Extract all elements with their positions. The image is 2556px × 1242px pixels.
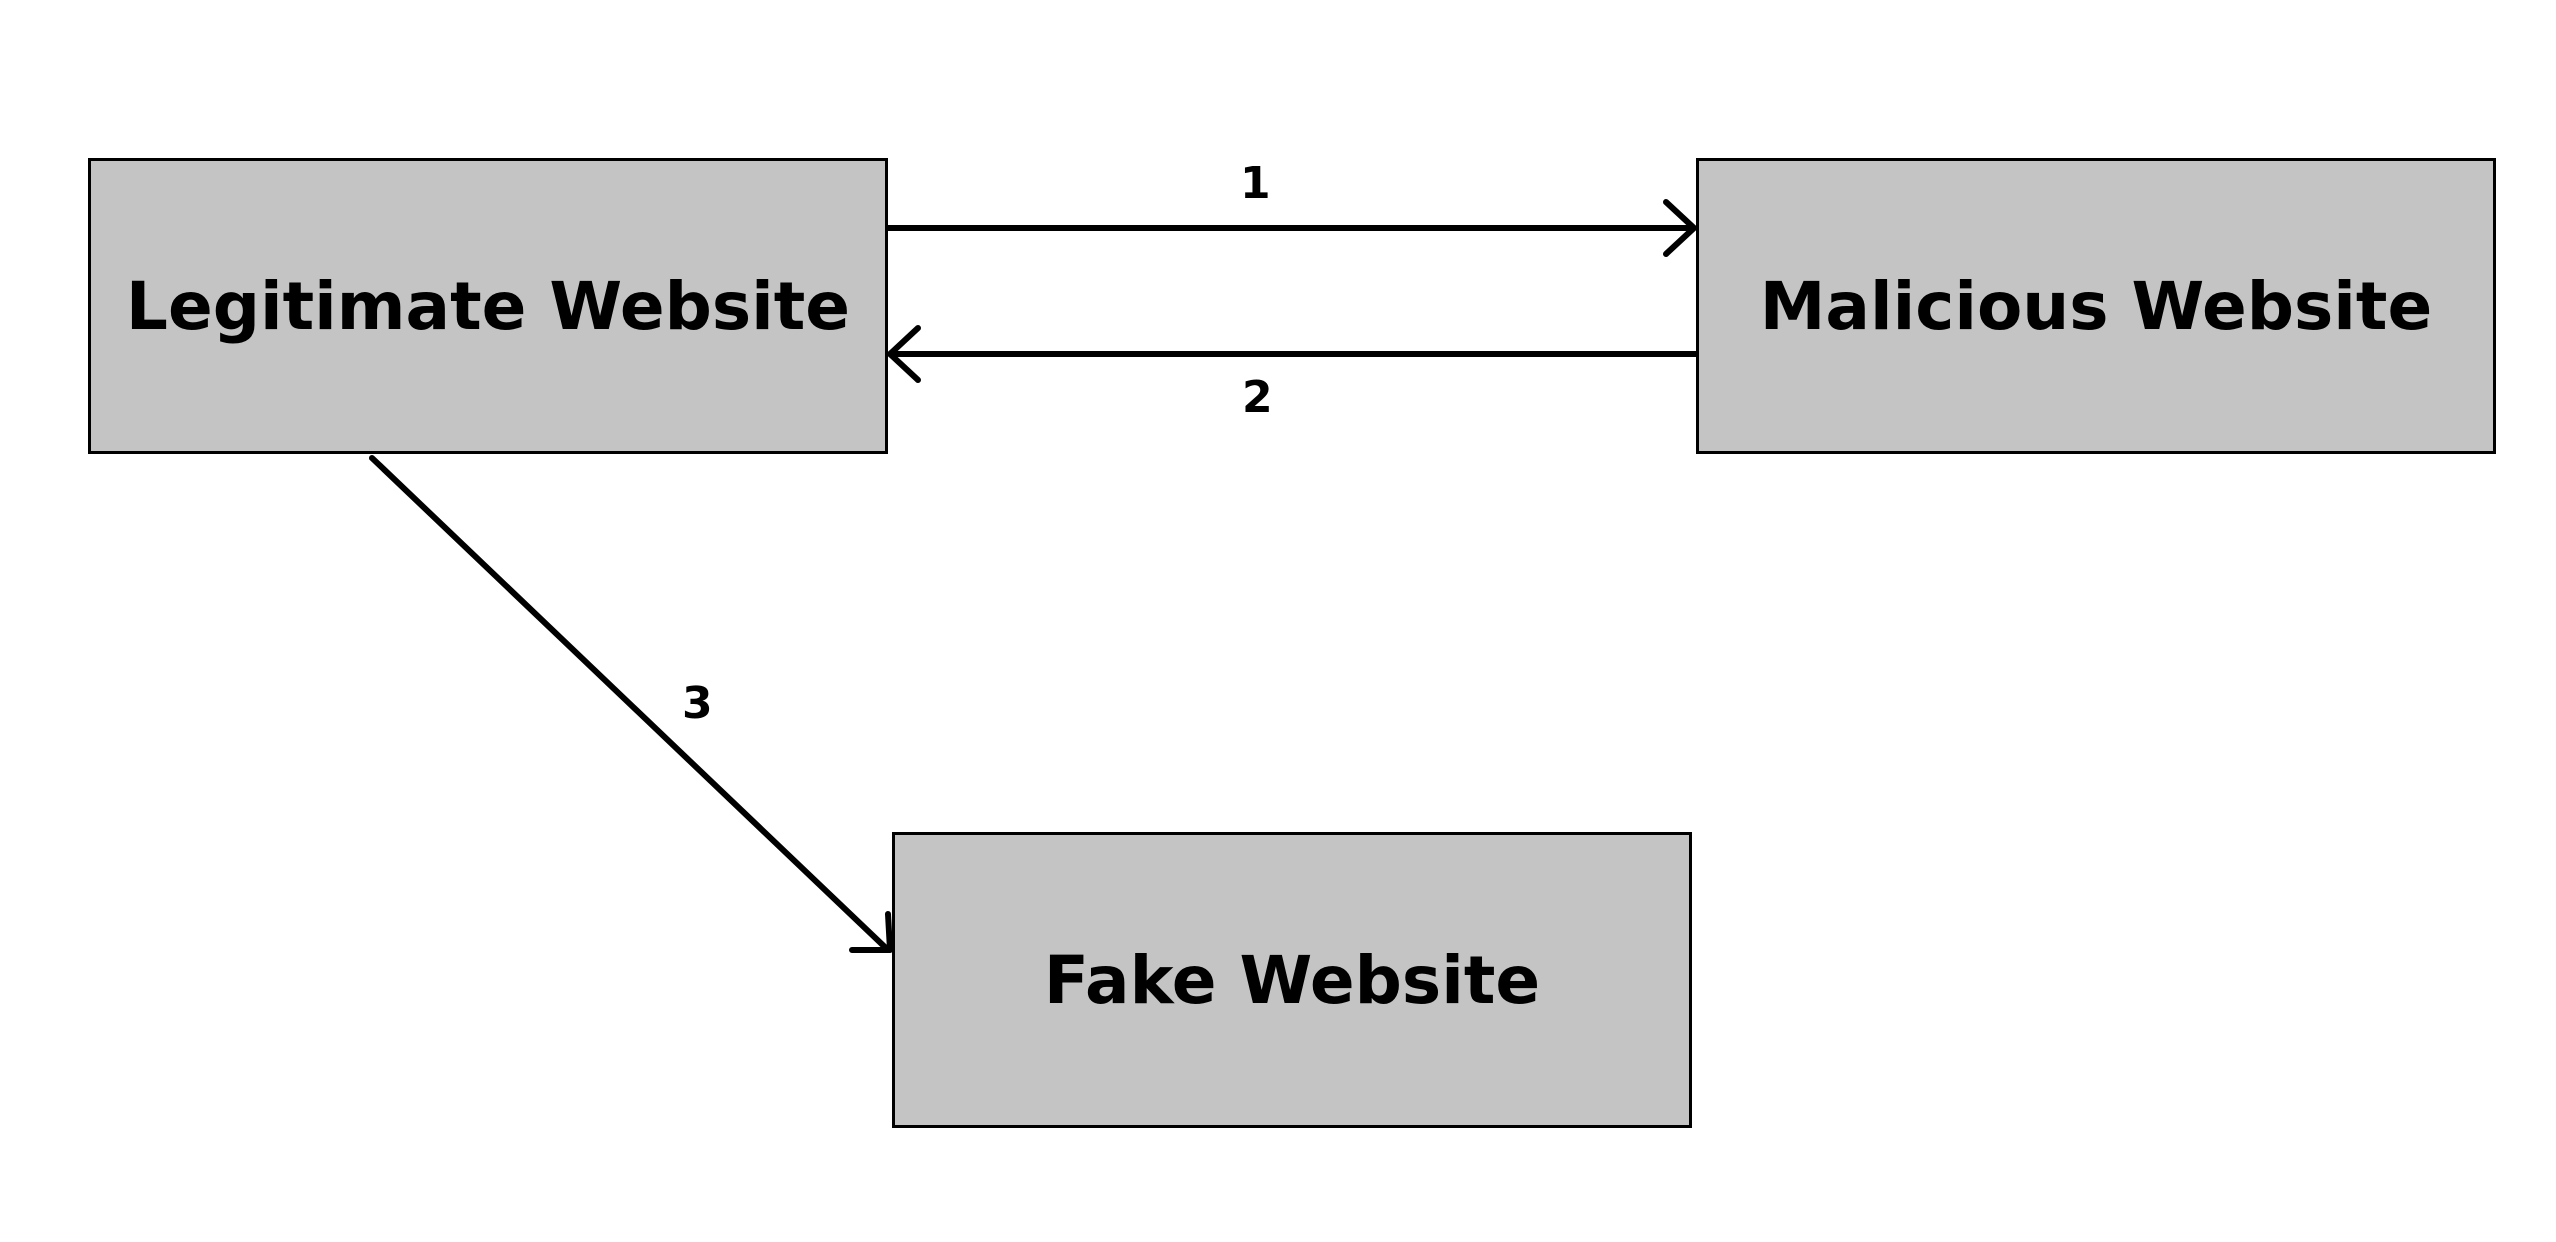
malicious-website-label: Malicious Website (1759, 267, 2433, 345)
edge-3-label: 3 (682, 678, 713, 729)
legitimate-website-node: Legitimate Website (88, 158, 888, 454)
malicious-website-node: Malicious Website (1696, 158, 2496, 454)
fake-website-node: Fake Website (892, 832, 1692, 1128)
edge-1-label: 1 (1240, 158, 1271, 209)
edge-1-arrowhead (1663, 199, 1697, 257)
legitimate-website-label: Legitimate Website (125, 267, 851, 345)
edge-2-arrowhead (887, 325, 921, 383)
edge-3-arrowhead (849, 911, 893, 953)
edge-3-line (369, 455, 891, 953)
edge-2-label: 2 (1242, 372, 1273, 423)
fake-website-label: Fake Website (1043, 941, 1541, 1019)
